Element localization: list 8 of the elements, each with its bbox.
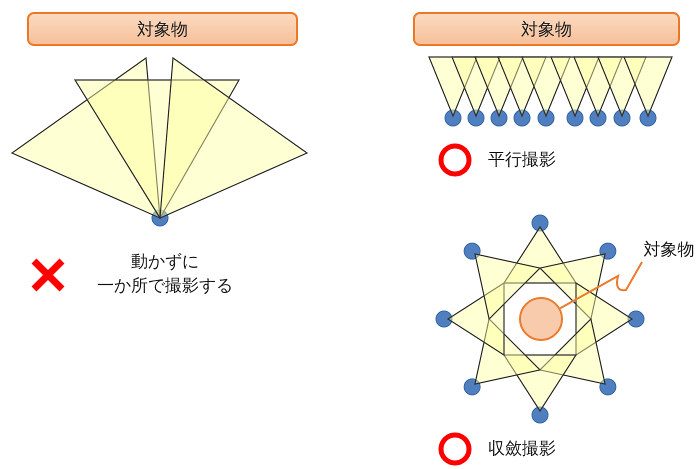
- caption-text: 収斂撮影: [488, 438, 557, 461]
- leader-line: [560, 262, 643, 310]
- caption-text: 平行撮影: [488, 149, 557, 172]
- object-box: 対象物: [27, 12, 298, 46]
- object-label: 対象物: [640, 236, 698, 262]
- caption-text: 動かずに一か所で撮影する: [96, 251, 234, 298]
- target-circle: [519, 297, 563, 341]
- object-box: 対象物: [413, 12, 680, 46]
